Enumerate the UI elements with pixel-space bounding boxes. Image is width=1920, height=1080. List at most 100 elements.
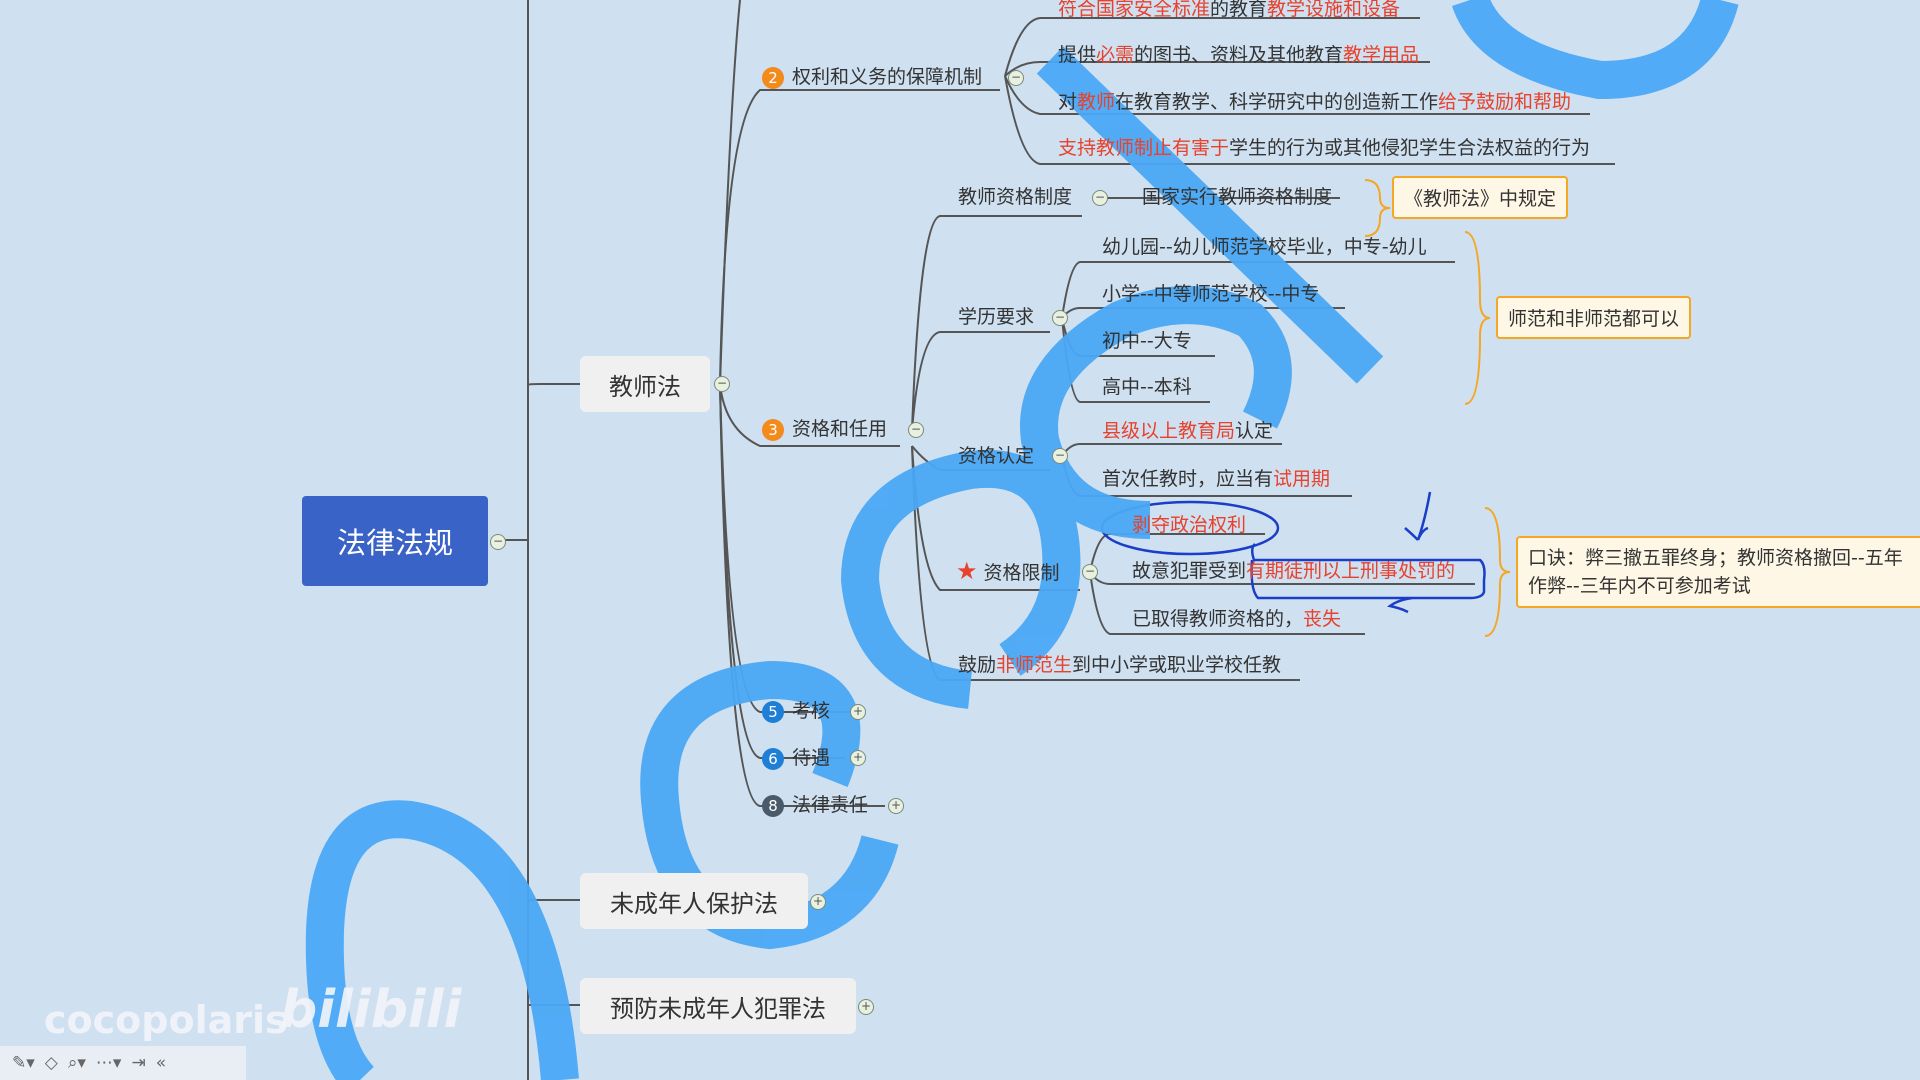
branch-qualification-appointment-label: 资格和任用: [792, 418, 888, 440]
certification-item-2-a: 首次任教时，应当有: [1102, 468, 1274, 490]
certification-item-2-b: 试用期: [1273, 468, 1331, 490]
education-requirement-label: 学历要求: [958, 306, 1035, 328]
limitation-item-political-rights-text: 剥夺政治权利: [1132, 514, 1247, 536]
collapse-root-icon[interactable]: −: [490, 534, 506, 550]
qualification-system[interactable]: 教师资格制度: [958, 184, 1072, 210]
collapse-qualification-system-icon[interactable]: −: [1092, 190, 1108, 206]
certification-item-2[interactable]: 首次任教时，应当有试用期: [1102, 466, 1330, 492]
section-teacher-law-label: 教师法: [609, 372, 681, 401]
education-item-junior[interactable]: 初中--大专: [1102, 328, 1192, 354]
branch-rights-guarantee-label: 权利和义务的保障机制: [792, 66, 983, 88]
collapse-education-requirement-icon[interactable]: −: [1052, 310, 1068, 326]
b2-item-2[interactable]: 提供必需的图书、资料及其他教育教学用品: [1058, 42, 1419, 68]
callout-teacher-law-rule[interactable]: 《教师法》中规定: [1392, 176, 1569, 219]
collapse-qualification-limitation-icon[interactable]: −: [1082, 564, 1098, 580]
certification-item-1-b: 认定: [1235, 420, 1274, 442]
limitation-item-criminal[interactable]: 故意犯罪受到有期徒刑以上刑事处罚的: [1132, 558, 1455, 584]
limitation-item-political-rights[interactable]: 剥夺政治权利: [1132, 512, 1246, 538]
section-teacher-law[interactable]: 教师法: [580, 356, 710, 412]
qualification-system-item-text: 国家实行教师资格制度: [1142, 186, 1333, 208]
education-item-junior-text: 初中--大专: [1102, 330, 1192, 352]
expand-b6-icon[interactable]: +: [850, 750, 866, 766]
limitation-item-criminal-a: 故意犯罪受到: [1132, 560, 1247, 582]
b2-item-4-b: 学生的行为或其他侵犯学生合法权益的行为: [1229, 137, 1591, 159]
root-node-label: 法律法规: [336, 526, 453, 560]
root-node-legal-regulations[interactable]: 法律法规: [302, 496, 488, 586]
b2-item-2-b: 必需: [1096, 44, 1135, 66]
qualification-system-item[interactable]: 国家实行教师资格制度: [1142, 184, 1332, 210]
education-item-kindergarten-text: 幼儿园--幼儿师范学校毕业，中专-幼儿: [1102, 236, 1427, 258]
expand-b8-icon[interactable]: +: [888, 798, 904, 814]
badge-5-icon: 5: [762, 700, 784, 723]
badge-2-icon: 2: [762, 66, 784, 89]
expand-b5-icon[interactable]: +: [850, 704, 866, 720]
encourage-c: 到中小学或职业学校任教: [1072, 654, 1282, 676]
badge-6-icon: 6: [762, 747, 784, 770]
branch-assessment[interactable]: 5 考核: [762, 698, 830, 724]
certification-item-1-a: 县级以上教育局: [1102, 420, 1236, 442]
collapse-qualification-certification-icon[interactable]: −: [1052, 448, 1068, 464]
branch-qualification-appointment[interactable]: 3 资格和任用: [762, 416, 887, 442]
site-watermark: bilibili: [280, 980, 462, 1040]
expand-minor-protection-icon[interactable]: +: [810, 894, 826, 910]
qualification-limitation[interactable]: ★资格限制: [956, 558, 1060, 586]
limitation-item-criminal-b: 有期徒刑以上刑事处罚的: [1246, 560, 1456, 582]
b2-item-4[interactable]: 支持教师制止有害于学生的行为或其他侵犯学生合法权益的行为: [1058, 135, 1590, 161]
qualification-system-label: 教师资格制度: [958, 186, 1073, 208]
b2-item-3-c: 在教育教学、科学研究中的创造新工作: [1115, 91, 1439, 113]
education-item-senior[interactable]: 高中--本科: [1102, 374, 1192, 400]
b2-item-1-c: 教学设施和设备: [1267, 0, 1401, 20]
limitation-item-lose-a: 已取得教师资格的，: [1132, 608, 1304, 630]
callout-mnemonic-line1: 口诀：弊三撤五罪终身；教师资格撤回--五年: [1528, 547, 1903, 569]
highlighter-icon[interactable]: ◇: [44, 1053, 58, 1073]
b2-item-2-c: 的图书、资料及其他教育: [1134, 44, 1344, 66]
exit-icon[interactable]: ⇥: [131, 1053, 146, 1073]
section-minor-protection[interactable]: 未成年人保护法: [580, 873, 808, 929]
b2-item-1[interactable]: 符合国家安全标准的教育教学设施和设备: [1058, 0, 1400, 22]
limitation-item-lose-b: 丧失: [1303, 608, 1342, 630]
bottom-toolbar: ✎▾ ◇ ⌕▾ ⋯▾ ⇥ «: [0, 1046, 246, 1080]
qualification-limitation-label: 资格限制: [983, 562, 1060, 584]
collapse-teacher-law-icon[interactable]: −: [714, 376, 730, 392]
b2-item-1-a: 符合国家安全标准: [1058, 0, 1211, 20]
branch-legal-liability-label: 法律责任: [792, 794, 869, 816]
collapse-b2-icon[interactable]: −: [1008, 70, 1024, 86]
branch-assessment-label: 考核: [792, 700, 831, 722]
section-delinquency-prevention[interactable]: 预防未成年人犯罪法: [580, 978, 856, 1034]
branch-treatment-label: 待遇: [792, 747, 831, 769]
qualification-certification[interactable]: 资格认定: [958, 443, 1034, 469]
b2-item-4-a: 支持教师制止有害于: [1058, 137, 1230, 159]
education-item-primary-text: 小学--中等师范学校--中专: [1102, 283, 1320, 305]
expand-delinquency-prevention-icon[interactable]: +: [858, 999, 874, 1015]
callout-normal-both-ok[interactable]: 师范和非师范都可以: [1496, 296, 1692, 339]
collapse-b3-icon[interactable]: −: [908, 422, 924, 438]
encourage-b: 非师范生: [996, 654, 1073, 676]
more-icon[interactable]: ⋯▾: [95, 1053, 122, 1073]
qualification-certification-label: 资格认定: [958, 445, 1035, 467]
b2-item-2-d: 教学用品: [1343, 44, 1420, 66]
encourage-non-normal[interactable]: 鼓励非师范生到中小学或职业学校任教: [958, 652, 1281, 678]
zoom-icon[interactable]: ⌕▾: [67, 1053, 86, 1073]
section-minor-protection-label: 未成年人保护法: [610, 889, 778, 918]
certification-item-1[interactable]: 县级以上教育局认定: [1102, 418, 1273, 444]
callout-mnemonic[interactable]: 口诀：弊三撤五罪终身；教师资格撤回--五年 作弊--三年内不可参加考试: [1516, 536, 1920, 608]
encourage-a: 鼓励: [958, 654, 997, 676]
section-delinquency-prevention-label: 预防未成年人犯罪法: [610, 994, 826, 1023]
education-requirement[interactable]: 学历要求: [958, 304, 1034, 330]
callout-mnemonic-line2: 作弊--三年内不可参加考试: [1528, 575, 1751, 597]
collapse-panel-icon[interactable]: «: [155, 1053, 167, 1073]
callout-normal-both-ok-text: 师范和非师范都可以: [1508, 308, 1680, 330]
b2-item-2-a: 提供: [1058, 44, 1097, 66]
limitation-item-lose[interactable]: 已取得教师资格的，丧失: [1132, 606, 1341, 632]
b2-item-3[interactable]: 对教师在教育教学、科学研究中的创造新工作给予鼓励和帮助: [1058, 89, 1571, 115]
star-icon: ★: [956, 557, 978, 585]
b2-item-3-a: 对: [1058, 91, 1078, 113]
pen-icon[interactable]: ✎▾: [12, 1053, 35, 1073]
education-item-primary[interactable]: 小学--中等师范学校--中专: [1102, 281, 1319, 307]
badge-3-icon: 3: [762, 418, 784, 441]
b2-item-3-d: 给予鼓励和帮助: [1438, 91, 1572, 113]
branch-treatment[interactable]: 6 待遇: [762, 745, 830, 771]
education-item-kindergarten[interactable]: 幼儿园--幼儿师范学校毕业，中专-幼儿: [1102, 234, 1427, 260]
branch-rights-guarantee[interactable]: 2 权利和义务的保障机制: [762, 64, 982, 90]
